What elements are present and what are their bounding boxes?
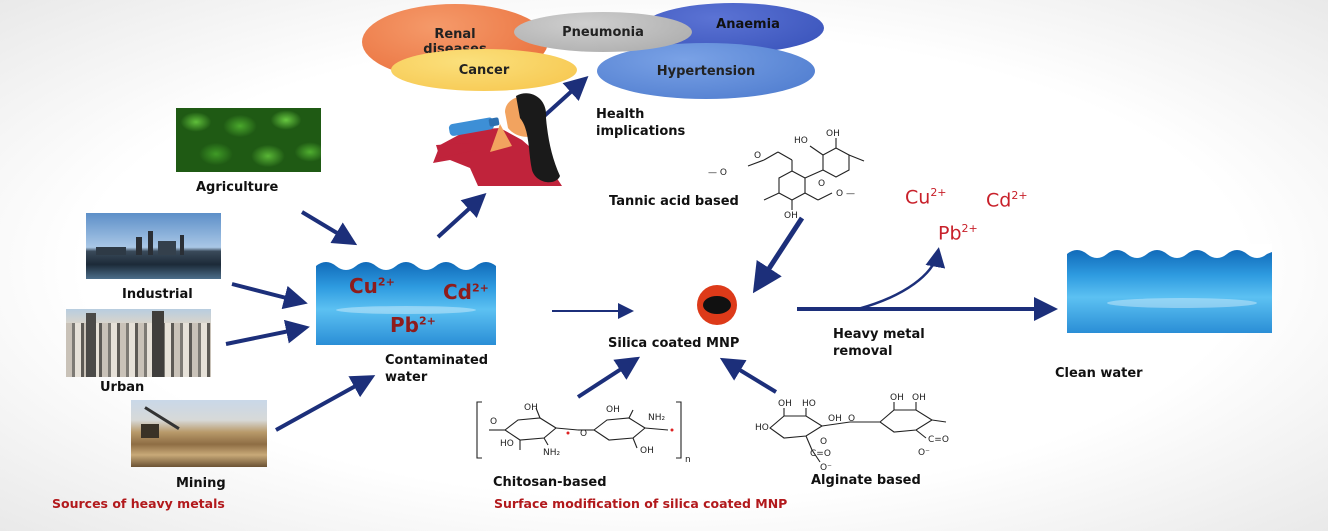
svg-text:O⁻: O⁻ — [918, 448, 930, 458]
ion-cd-removed: Cd2+ — [986, 189, 1028, 211]
ion-pb-removed-symbol: Pb — [938, 222, 962, 245]
alginate-label: Alginate based — [811, 473, 921, 488]
tannic-acid-label: Tannic acid based — [609, 194, 739, 209]
svg-text:OH: OH — [778, 399, 792, 409]
ion-cu-removed-charge: 2+ — [930, 186, 947, 199]
svg-text:HO: HO — [802, 399, 816, 409]
contaminated-water-panel — [316, 256, 496, 345]
urban-label: Urban — [100, 380, 145, 395]
arrow-tannic — [752, 216, 805, 294]
mining-label: Mining — [176, 476, 226, 491]
ion-cd-symbol: Cd — [443, 280, 472, 304]
heavy-metal-removal-label: Heavy metal removal — [833, 327, 925, 359]
svg-text:O: O — [820, 437, 827, 447]
ion-cu-contaminated: Cu2+ — [349, 274, 395, 298]
svg-text:OH: OH — [784, 211, 798, 221]
svg-text:C=O: C=O — [928, 435, 949, 445]
arrow-water-up — [436, 192, 487, 239]
urban-image — [66, 309, 211, 377]
oval-cancer: Cancer — [391, 49, 577, 91]
svg-text:OH: OH — [640, 446, 654, 456]
contaminated-water-label: Contaminated water — [385, 353, 489, 385]
health-implications-label: Health implications — [596, 107, 686, 139]
arrow-agriculture — [300, 210, 358, 246]
arrow-industrial — [231, 282, 308, 310]
svg-text:OH: OH — [828, 414, 842, 424]
ion-pb-removed-charge: 2+ — [961, 222, 978, 235]
alginate-atoms: HO OH HO OH O OH OH O C=O O⁻ C=O O⁻ — [755, 393, 949, 473]
silica-coated-mnp-label: Silica coated MNP — [608, 336, 740, 351]
ion-cu-removed: Cu2+ — [905, 186, 947, 208]
ion-cu-charge: 2+ — [377, 275, 395, 289]
svg-text:OH: OH — [524, 403, 538, 413]
agriculture-image — [176, 108, 321, 172]
ion-cd-contaminated: Cd2+ — [443, 280, 489, 304]
pneumonia-text: Pneumonia — [562, 24, 644, 40]
arrow-ions-curve — [857, 247, 946, 311]
arrow-chitosan — [576, 356, 641, 399]
svg-text:HO: HO — [794, 136, 808, 146]
ion-cd-removed-symbol: Cd — [986, 189, 1012, 212]
oval-hypertension: Hypertension — [597, 43, 815, 99]
ion-cd-charge: 2+ — [472, 281, 489, 295]
mnp-core — [703, 296, 731, 314]
ion-cd-removed-charge: 2+ — [1011, 189, 1028, 202]
arrow-health — [540, 75, 589, 120]
svg-text:— O: — O — [708, 168, 727, 178]
clean-water-label: Clean water — [1055, 366, 1143, 381]
ion-pb-removed: Pb2+ — [938, 222, 978, 244]
arrow-alginate — [719, 357, 778, 394]
tannic-acid-structure — [747, 138, 865, 210]
agriculture-label: Agriculture — [196, 180, 279, 195]
svg-text:HO: HO — [500, 439, 514, 449]
svg-text:O⁻: O⁻ — [820, 463, 832, 473]
svg-text:NH₂: NH₂ — [648, 413, 666, 423]
mining-image — [131, 400, 267, 467]
svg-text:NH₂: NH₂ — [543, 448, 561, 458]
svg-text:O: O — [754, 151, 761, 161]
svg-text:OH: OH — [826, 129, 840, 139]
svg-text:OH: OH — [890, 393, 904, 403]
tannic-acid-atoms: HO OH — O O O O — OH — [708, 129, 855, 221]
alginate-structure — [769, 402, 947, 463]
svg-text:O: O — [848, 414, 855, 424]
oval-pneumonia: Pneumonia — [514, 12, 692, 52]
svg-text:O —: O — — [836, 189, 855, 199]
industrial-label: Industrial — [122, 287, 193, 302]
anaemia-text: Anaemia — [716, 16, 780, 32]
svg-text:n: n — [685, 455, 691, 465]
svg-text:O: O — [818, 179, 825, 189]
ion-pb-charge: 2+ — [418, 314, 436, 328]
arrow-urban — [225, 319, 310, 346]
clean-water-panel — [1067, 244, 1272, 333]
chitosan-label: Chitosan-based — [493, 475, 607, 490]
svg-text:OH: OH — [912, 393, 926, 403]
ion-cu-symbol: Cu — [349, 274, 378, 298]
ion-cu-removed-symbol: Cu — [905, 186, 931, 209]
ion-pb-contaminated: Pb2+ — [390, 313, 436, 337]
chitosan-atoms: OH O HO O OH NH₂ NH₂ OH n — [490, 403, 691, 465]
industrial-image — [86, 213, 221, 279]
sources-caption: Sources of heavy metals — [52, 496, 225, 511]
cancer-text: Cancer — [458, 62, 510, 78]
svg-text:HO: HO — [755, 423, 769, 433]
svg-text:C=O: C=O — [810, 449, 831, 459]
svg-text:O: O — [580, 429, 587, 439]
svg-text:O: O — [490, 417, 497, 427]
ion-pb-symbol: Pb — [390, 313, 419, 337]
surface-modification-caption: Surface modification of silica coated MN… — [494, 496, 788, 511]
hypertension-text: Hypertension — [656, 63, 756, 79]
arrow-mining — [275, 375, 376, 432]
chitosan-structure — [476, 401, 682, 459]
svg-text:OH: OH — [606, 405, 620, 415]
